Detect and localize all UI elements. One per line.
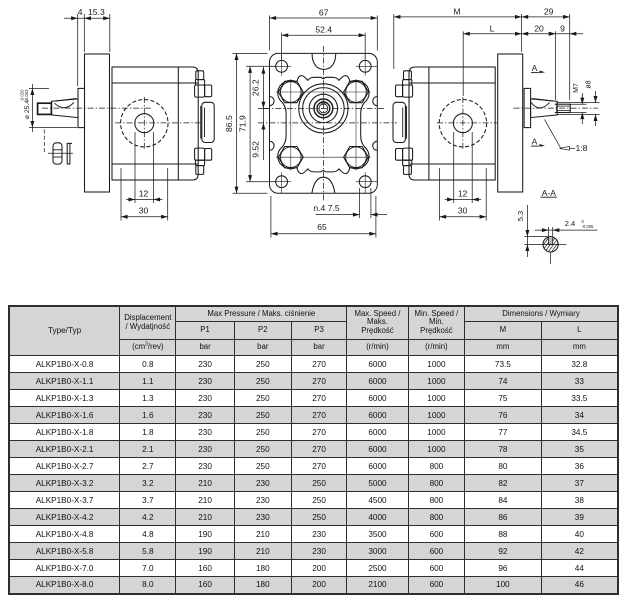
svg-text:4: 4 [78,7,83,17]
svg-text:A: A [532,63,538,73]
svg-text:1:8: 1:8 [576,143,588,153]
svg-text:M: M [453,6,460,16]
svg-text:ø 25.4: ø 25.4 [24,100,31,119]
svg-text:2.4: 2.4 [565,219,575,228]
svg-text:0: 0 [582,219,585,224]
svg-text:71.9: 71.9 [237,115,247,132]
svg-text:15.3: 15.3 [88,7,105,17]
svg-text:67: 67 [319,7,329,17]
svg-text:30: 30 [458,206,468,216]
svg-text:A: A [532,137,538,147]
svg-text:-0.063: -0.063 [24,89,29,102]
svg-text:9: 9 [560,23,565,33]
svg-text:52.4: 52.4 [315,24,332,34]
svg-text:86.5: 86.5 [224,115,234,132]
svg-text:29: 29 [544,6,554,16]
svg-text:L: L [490,23,495,33]
svg-text:-0.005: -0.005 [582,224,595,229]
svg-text:12: 12 [458,189,468,199]
svg-text:30: 30 [139,206,149,216]
svg-text:n.4 7.5: n.4 7.5 [313,203,340,213]
svg-text:ø8: ø8 [586,80,593,88]
svg-text:M7: M7 [573,83,580,93]
svg-text:26.2: 26.2 [251,79,261,96]
svg-text:20: 20 [534,23,544,33]
svg-text:9.52: 9.52 [251,141,261,158]
svg-text:5.3: 5.3 [516,211,525,221]
svg-text:65: 65 [317,222,327,232]
svg-text:12: 12 [139,189,149,199]
svg-text:A-A: A-A [542,188,557,198]
svg-text:-0.020: -0.020 [20,89,25,102]
